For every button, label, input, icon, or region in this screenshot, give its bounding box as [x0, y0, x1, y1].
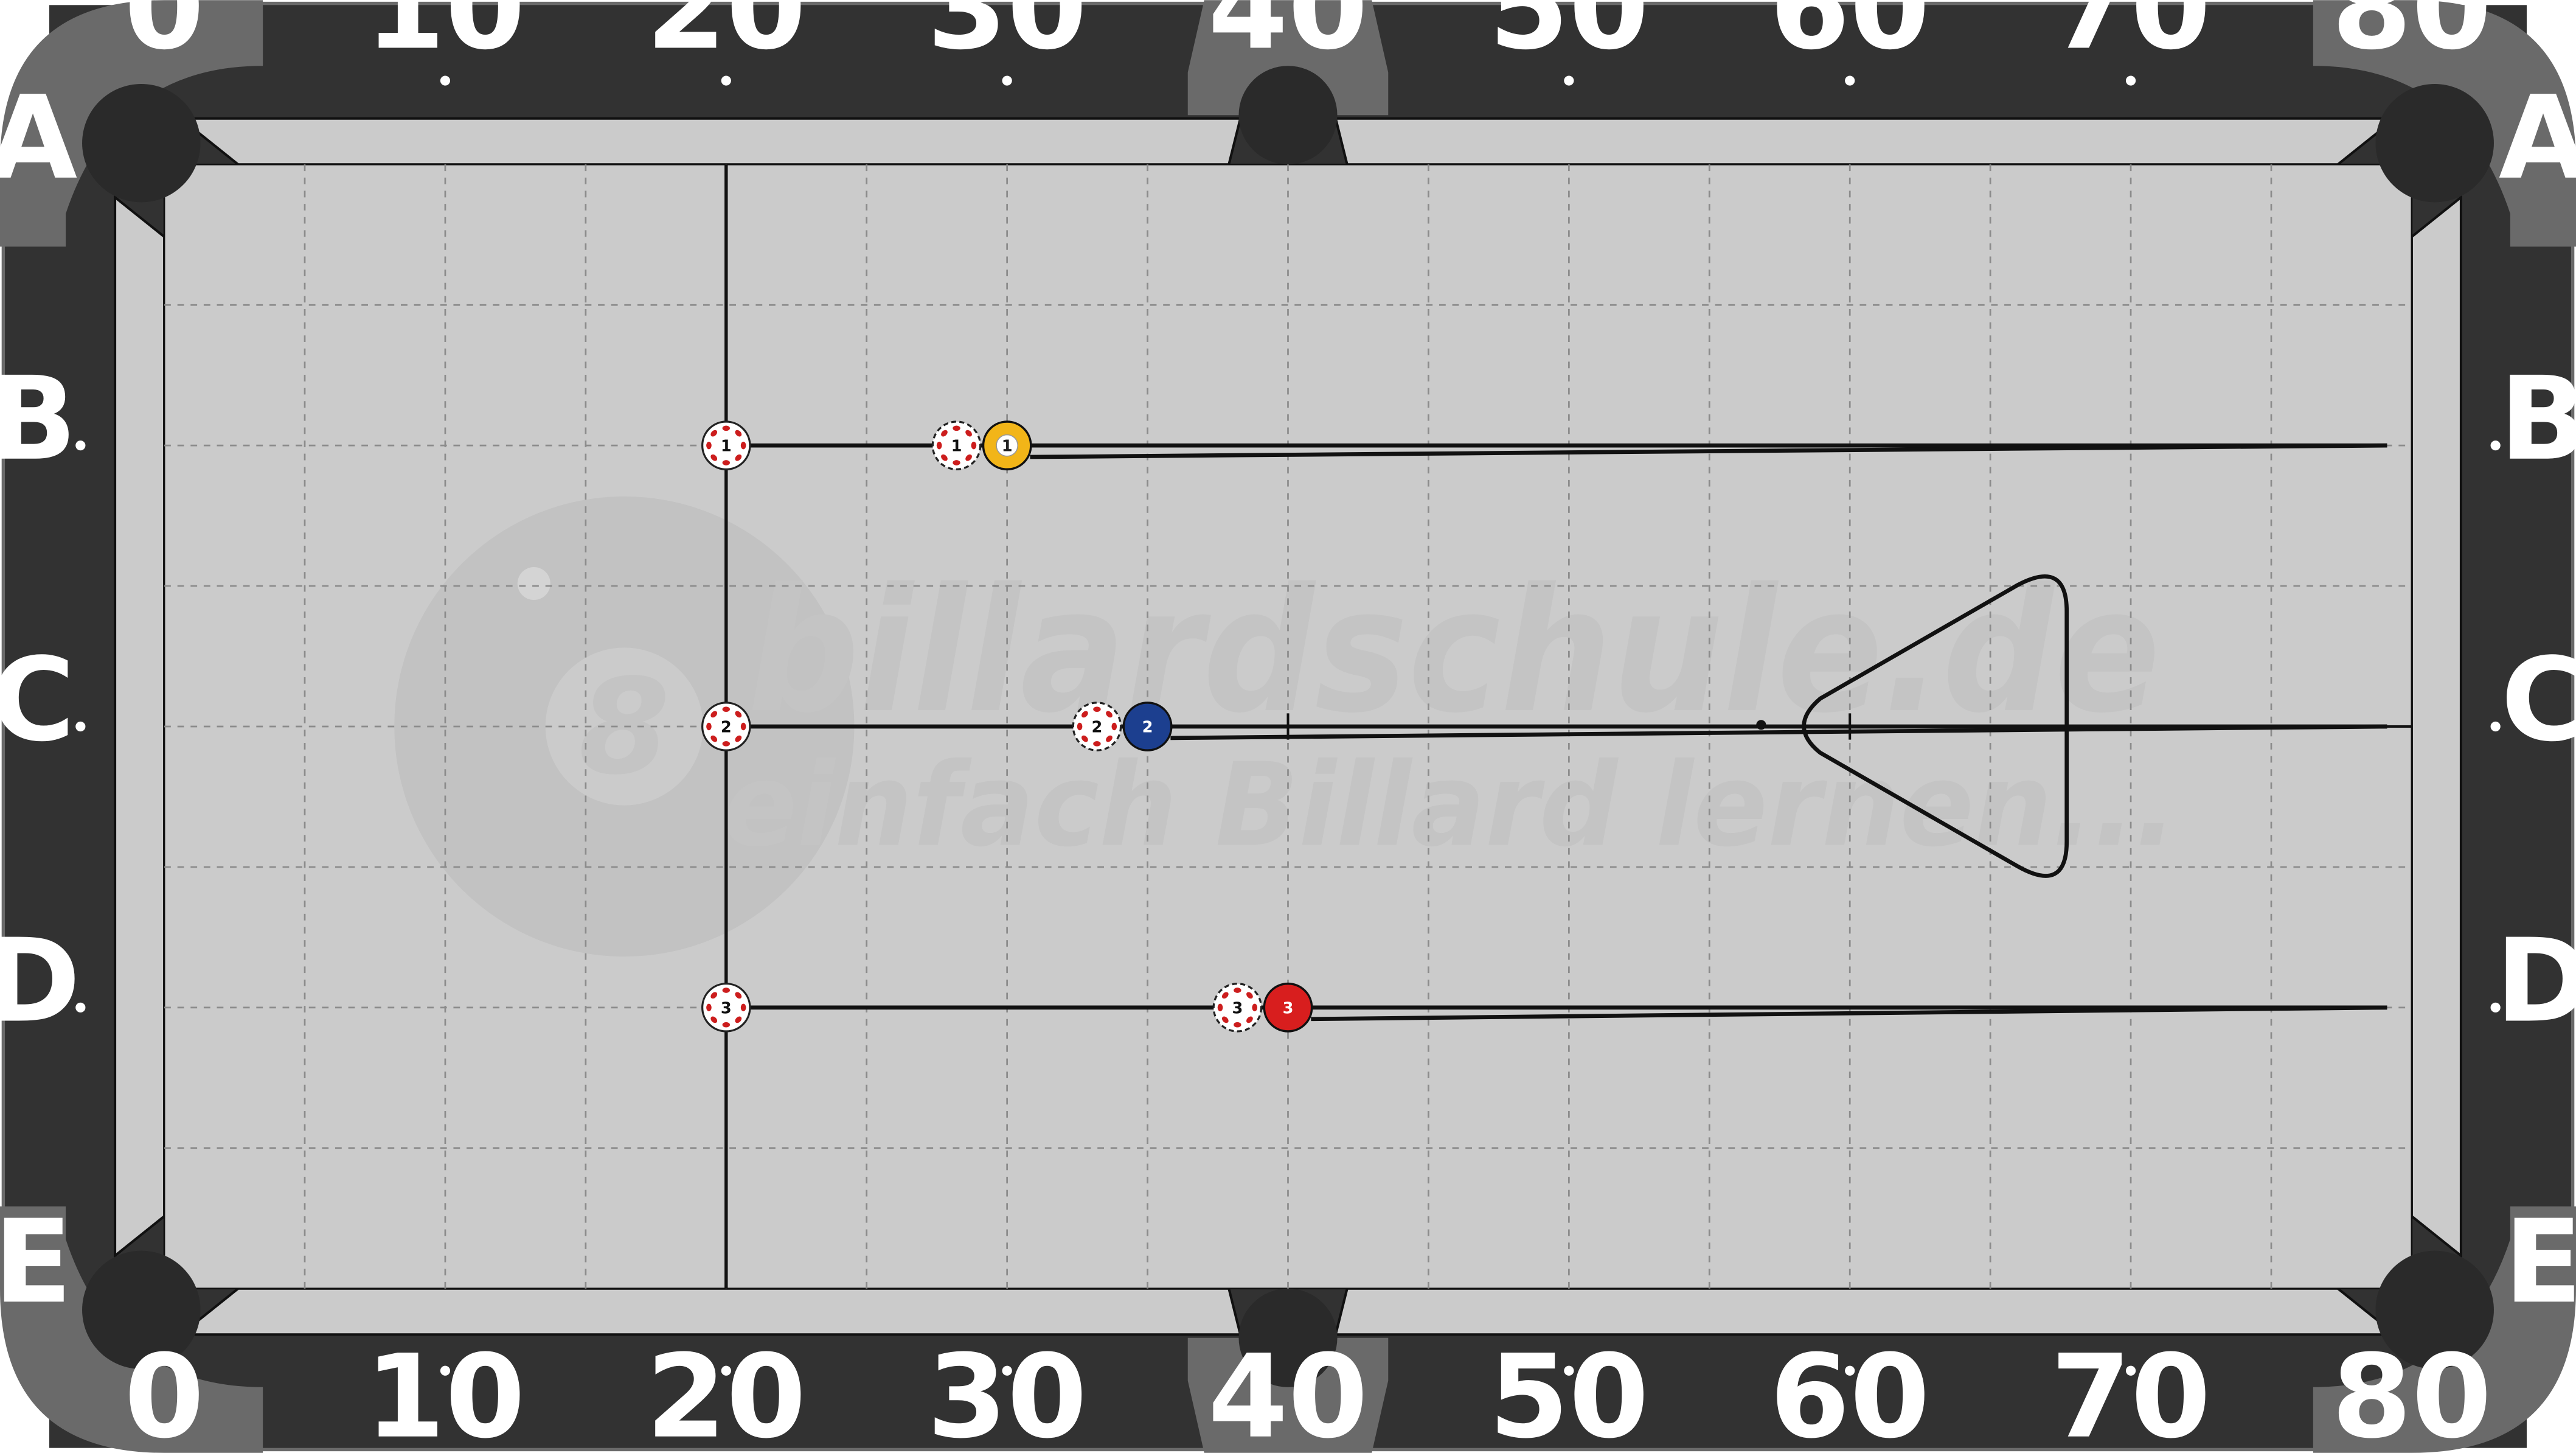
diamond-right — [2490, 721, 2501, 732]
ghost-ball-label: 1 — [951, 437, 962, 456]
row-label-left: D — [0, 914, 80, 1048]
ghost-ball-label: 1 — [721, 437, 732, 456]
ghost-ball-label: 2 — [1092, 718, 1103, 736]
cushion-top-right — [1334, 117, 2399, 166]
row-label-left: C — [0, 633, 75, 767]
diamond-bottom — [440, 1365, 451, 1376]
column-label-top: 20 — [646, 0, 806, 75]
row-label-right: C — [2501, 633, 2576, 767]
pocket-top-middle — [1238, 66, 1338, 165]
cushion-bottom-left — [177, 1287, 1242, 1336]
column-label-bottom: 30 — [927, 1330, 1087, 1453]
ghost-ball-label: 3 — [721, 999, 732, 1017]
diamond-left — [75, 721, 86, 732]
diamond-top — [440, 75, 451, 86]
object-ball: 3 — [1263, 982, 1313, 1033]
column-label-top: 10 — [365, 0, 525, 75]
diamond-top — [721, 75, 731, 86]
row-label-right: E — [2504, 1195, 2576, 1329]
ghost-ball: 1 — [931, 420, 982, 470]
column-label-bottom: 20 — [646, 1330, 806, 1453]
column-label-bottom: 10 — [365, 1330, 525, 1453]
diamond-bottom — [1564, 1365, 1574, 1376]
diamond-left — [75, 1002, 86, 1012]
diamond-bottom — [721, 1365, 731, 1376]
shot-lines — [749, 443, 2412, 1022]
object-ball: 1 — [982, 420, 1032, 471]
column-label-top: 50 — [1489, 0, 1649, 75]
cushion-left — [114, 195, 166, 1258]
diamond-bottom — [2125, 1365, 2136, 1376]
column-label-bottom: 50 — [1489, 1330, 1649, 1453]
ghost-ball: 2 — [1072, 702, 1122, 751]
row-label-right: D — [2496, 914, 2576, 1048]
watermark: 8 billardschule.de einfach Billard lerne… — [394, 496, 2177, 957]
watermark-line1: billardschule.de — [748, 552, 2161, 751]
object-ball-label: 2 — [1142, 718, 1153, 736]
cushion-right — [2410, 195, 2462, 1258]
column-label-top: 80 — [2331, 0, 2491, 75]
object-ball: 2 — [1122, 702, 1173, 751]
row-label-right: A — [2499, 71, 2576, 205]
side-pocket-frames — [1187, 0, 1389, 1453]
shot-line-taper — [1030, 443, 2387, 459]
pockets — [82, 66, 2494, 1387]
diamond-top — [1845, 75, 1855, 86]
balls: 1 2 3 1 2 3 1 2 3 — [701, 420, 1313, 1033]
shot-line-taper — [1170, 724, 2387, 740]
column-label-bottom: 40 — [1208, 1330, 1368, 1453]
object-ball-label: 3 — [1283, 999, 1294, 1017]
column-label-bottom: 0 — [124, 1330, 204, 1453]
foot-spot — [1756, 720, 1766, 730]
pocket-bottom-middle — [1238, 1288, 1338, 1387]
diamond-right — [2490, 1002, 2501, 1012]
rack-triangle — [1802, 574, 2069, 878]
ghost-ball-label: 2 — [721, 718, 732, 736]
diamond-bottom — [1845, 1365, 1855, 1376]
pocket-top-left — [82, 83, 201, 203]
ghost-ball: 3 — [701, 983, 751, 1033]
row-label-left: B — [0, 352, 77, 486]
column-label-top: 40 — [1208, 0, 1368, 75]
column-label-top: 0 — [124, 0, 204, 75]
object-ball-label: 1 — [1002, 437, 1013, 456]
column-label-top: 30 — [927, 0, 1087, 75]
diamond-left — [75, 441, 86, 451]
row-label-left: A — [0, 71, 77, 205]
diamond-top — [1564, 75, 1574, 86]
diamond-top — [2125, 75, 2136, 86]
cushions — [114, 117, 2462, 1336]
pocket-bottom-right — [2375, 1250, 2494, 1370]
column-label-top: 70 — [2051, 0, 2211, 75]
pocket-bottom-left — [82, 1250, 201, 1370]
shot-line-taper — [1311, 1005, 2387, 1022]
watermark-line2: einfach Billard lernen... — [723, 738, 2176, 872]
column-label-bottom: 80 — [2331, 1330, 2491, 1453]
diamond-bottom — [1002, 1365, 1012, 1376]
column-label-bottom: 70 — [2051, 1330, 2211, 1453]
column-label-top: 60 — [1770, 0, 1930, 75]
ghost-ball-label: 3 — [1232, 999, 1243, 1017]
row-label-right: B — [2499, 352, 2576, 486]
ghost-ball: 3 — [1212, 983, 1263, 1033]
pocket-top-right — [2375, 83, 2494, 203]
column-label-bottom: 60 — [1770, 1330, 1930, 1453]
cushion-bottom-right — [1334, 1287, 2399, 1336]
diamond-right — [2490, 441, 2501, 451]
row-label-left: E — [0, 1195, 72, 1329]
cushion-top-left — [177, 117, 1242, 166]
diamond-top — [1002, 75, 1012, 86]
ghost-ball: 2 — [701, 702, 751, 751]
ghost-ball: 1 — [701, 420, 751, 470]
